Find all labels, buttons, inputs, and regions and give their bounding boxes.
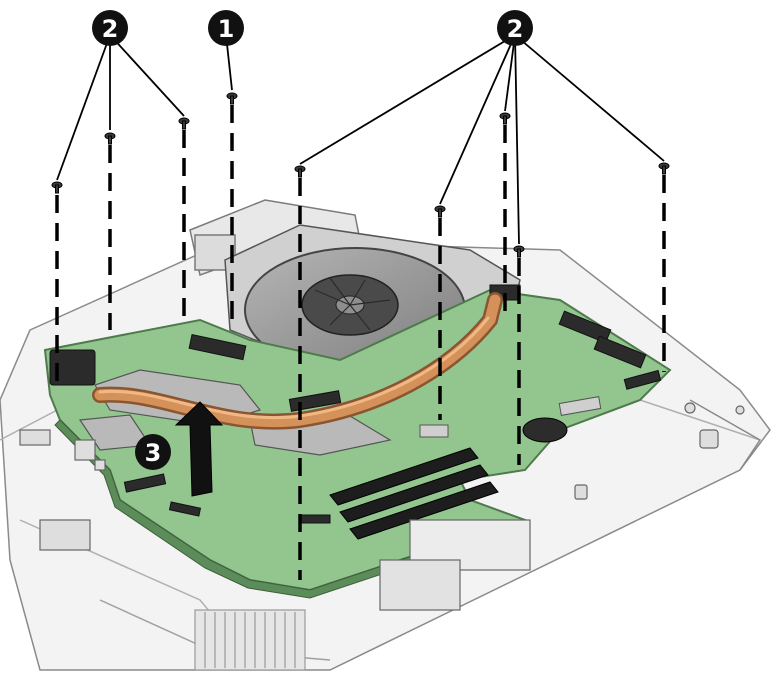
screw-icon [178, 117, 190, 130]
callout-label: 2 [102, 15, 119, 43]
screws [51, 92, 670, 258]
screw-icon [51, 181, 63, 194]
arrow-up-icon [174, 401, 224, 497]
callout-2-left: 2 [92, 10, 128, 46]
screw-icon [513, 245, 525, 258]
leader-lines [56, 34, 665, 245]
screw-icon [499, 112, 511, 125]
screw-icon [294, 165, 306, 178]
callout-3: 3 [135, 434, 171, 470]
screw-paths [55, 105, 666, 580]
callout-label: 2 [507, 15, 524, 43]
callout-label: 1 [218, 15, 235, 43]
chassis-ribs [194, 609, 306, 671]
screw-icon [226, 92, 238, 105]
screw-icon [658, 162, 670, 175]
screw-icon [434, 205, 446, 218]
chassis-details [19, 402, 745, 611]
screw-icon [104, 132, 116, 145]
callout-2-right: 2 [497, 10, 533, 46]
memory-slots [329, 447, 499, 540]
callout-label: 3 [145, 439, 162, 467]
callout-1: 1 [208, 10, 244, 46]
